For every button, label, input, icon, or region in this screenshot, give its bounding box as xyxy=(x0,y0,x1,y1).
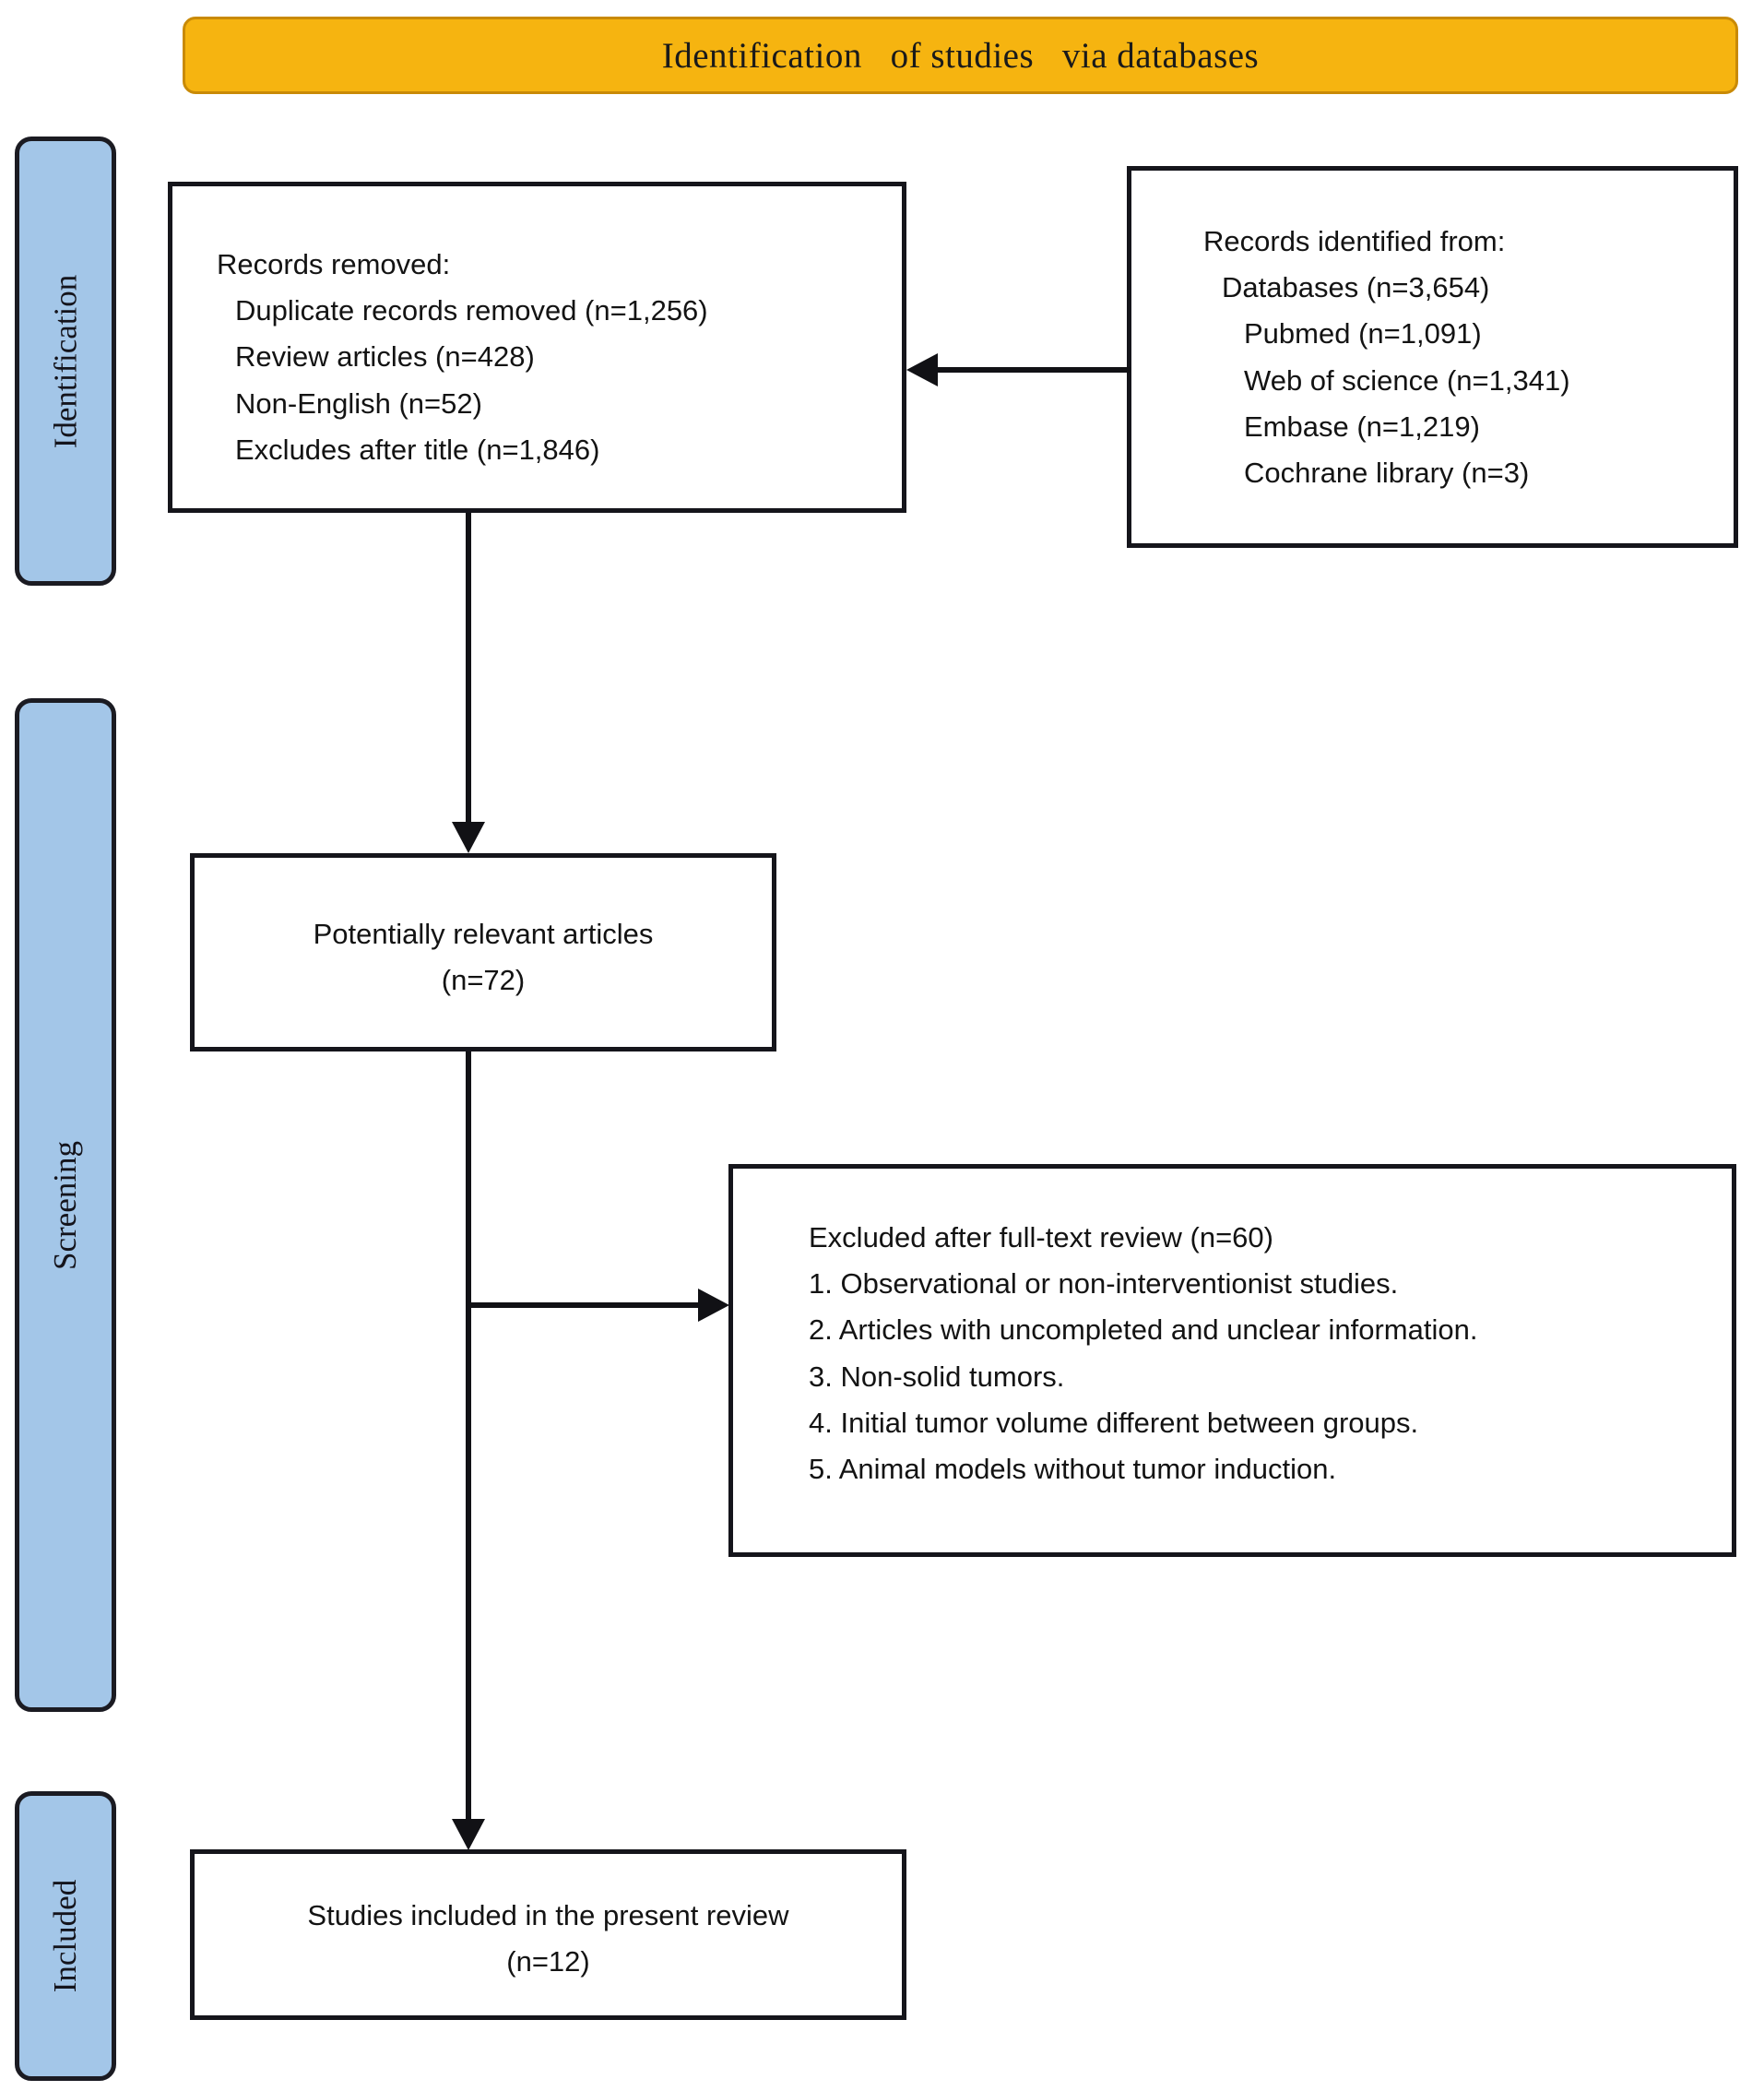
arrow-head-branch-to-excluded xyxy=(698,1289,729,1322)
connector-identified-to-removed xyxy=(935,367,1131,373)
excluded-reason-5: 5. Animal models without tumor induction… xyxy=(809,1453,1337,1486)
records-identified-line-embase: Embase (n=1,219) xyxy=(1244,410,1480,443)
studies-included-label: Studies included in the present review xyxy=(307,1899,789,1931)
connector-removed-to-relevant xyxy=(466,513,471,823)
potentially-relevant-label: Potentially relevant articles xyxy=(313,918,654,950)
arrow-head-removed-to-relevant xyxy=(452,822,485,853)
phase-label-identification: Identification xyxy=(47,274,84,448)
connector-branch-to-excluded xyxy=(466,1302,700,1308)
excluded-reason-1: 1. Observational or non-interventionist … xyxy=(809,1267,1399,1301)
records-identified-line-pubmed: Pubmed (n=1,091) xyxy=(1244,317,1482,350)
arrow-head-relevant-to-included xyxy=(452,1819,485,1850)
records-removed-line-duplicates: Duplicate records removed (n=1,256) xyxy=(235,294,708,327)
box-records-identified-from: Records identified from: Databases (n=3,… xyxy=(1127,166,1738,548)
excluded-reason-3: 3. Non-solid tumors. xyxy=(809,1360,1065,1393)
identification-banner: Identification of studies via databases xyxy=(183,17,1738,94)
box-potentially-relevant-articles: Potentially relevant articles (n=72) xyxy=(190,853,776,1051)
excluded-heading: Excluded after full-text review (n=60) xyxy=(809,1221,1273,1253)
excluded-reason-2: 2. Articles with uncompleted and unclear… xyxy=(809,1313,1478,1347)
excluded-reason-4: 4. Initial tumor volume different betwee… xyxy=(809,1406,1419,1439)
records-identified-line-databases: Databases (n=3,654) xyxy=(1222,271,1490,304)
phase-bar-identification: Identification xyxy=(15,137,116,586)
phase-label-included: Included xyxy=(47,1879,84,1993)
banner-title: Identification of studies via databases xyxy=(661,35,1260,76)
records-removed-line-excludes-after-title: Excludes after title (n=1,846) xyxy=(235,433,600,466)
records-identified-line-web-of-science: Web of science (n=1,341) xyxy=(1244,363,1570,397)
phase-label-screening: Screening xyxy=(47,1140,84,1270)
box-excluded-after-full-text-review: Excluded after full-text review (n=60) 1… xyxy=(728,1164,1736,1557)
box-studies-included: Studies included in the present review (… xyxy=(190,1849,906,2020)
records-identified-heading: Records identified from: xyxy=(1203,225,1506,257)
records-identified-line-cochrane: Cochrane library (n=3) xyxy=(1244,457,1530,490)
records-removed-line-review-articles: Review articles (n=428) xyxy=(235,340,535,374)
potentially-relevant-count: (n=72) xyxy=(441,964,526,997)
box-records-removed: Records removed: Duplicate records remov… xyxy=(168,182,906,513)
phase-bar-screening: Screening xyxy=(15,698,116,1712)
arrow-head-identified-to-removed xyxy=(906,353,938,386)
studies-included-count: (n=12) xyxy=(506,1945,590,1978)
connector-relevant-to-included xyxy=(466,1051,471,1822)
phase-bar-included: Included xyxy=(15,1791,116,2081)
records-removed-heading: Records removed: xyxy=(217,248,451,280)
records-removed-line-non-english: Non-English (n=52) xyxy=(235,386,482,420)
